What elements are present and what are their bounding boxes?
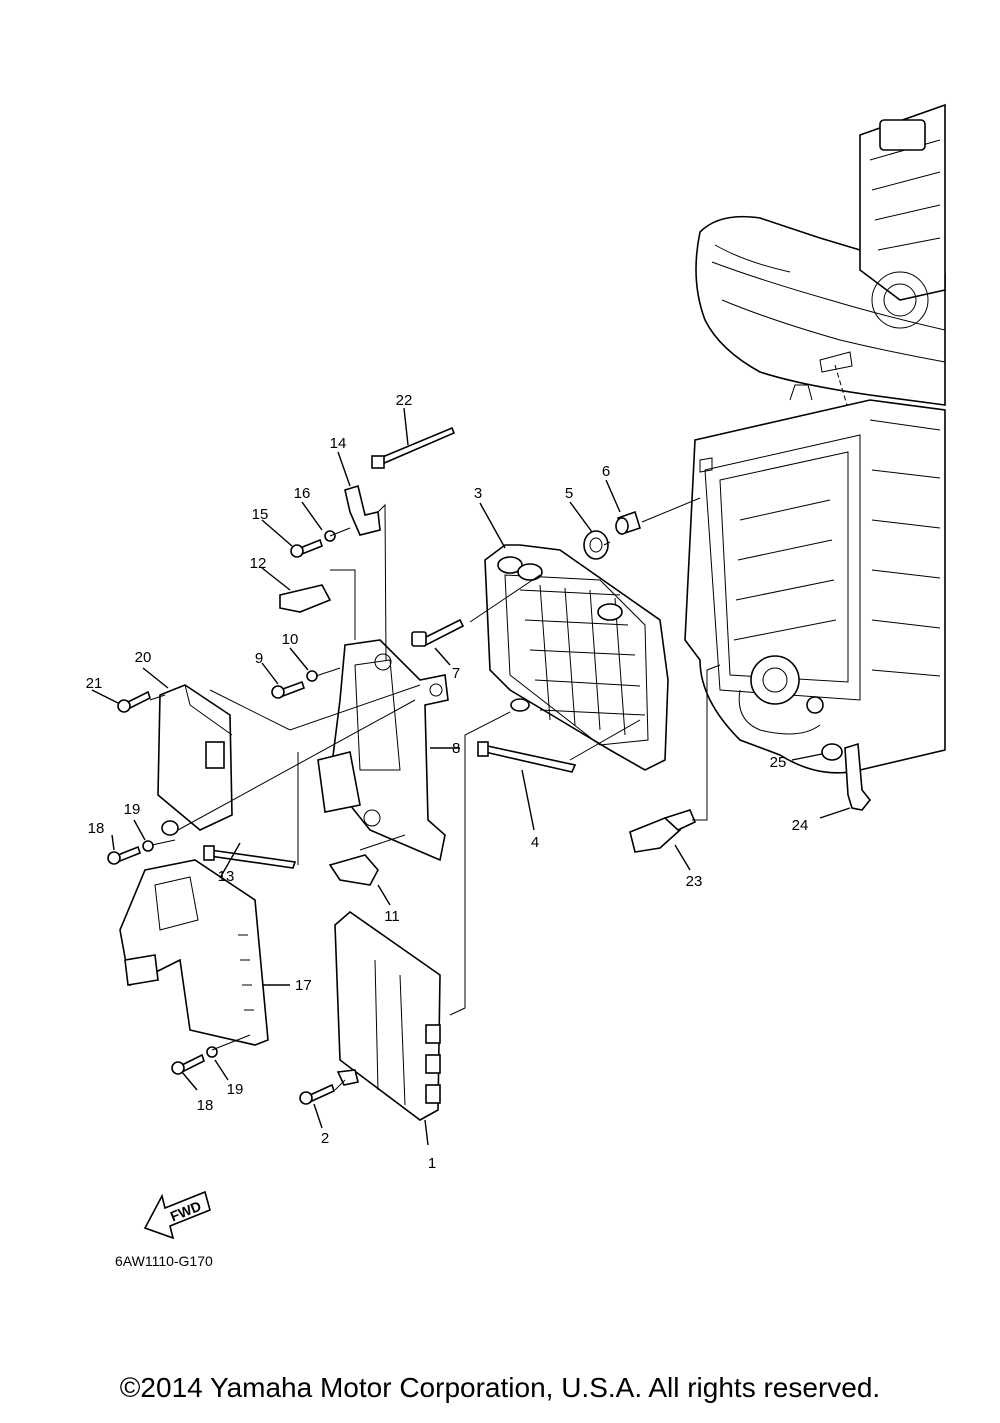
small-parts xyxy=(107,426,872,1105)
callout-16: 16 xyxy=(294,485,311,502)
callout-23: 23 xyxy=(686,873,703,890)
drawing-code: 6AW1110-G170 xyxy=(115,1253,213,1269)
leader-lines xyxy=(91,407,851,1146)
callout-7: 7 xyxy=(452,665,460,682)
copyright-notice: ©2014 Yamaha Motor Corporation, U.S.A. A… xyxy=(119,1372,881,1403)
part-20-module xyxy=(157,684,233,831)
callout-19-upper: 19 xyxy=(124,801,141,818)
callout-3: 3 xyxy=(474,485,482,502)
callout-labels: 1 2 3 4 5 6 7 8 9 10 11 12 13 14 15 16 1… xyxy=(86,392,809,1172)
assembly-lines xyxy=(149,497,721,1091)
callout-1: 1 xyxy=(428,1155,436,1172)
callout-24: 24 xyxy=(792,817,809,834)
callout-25: 25 xyxy=(770,754,787,771)
callout-21: 21 xyxy=(86,675,103,692)
callout-13: 13 xyxy=(218,868,235,885)
fwd-arrow-icon: FWD xyxy=(143,1190,211,1240)
callout-4: 4 xyxy=(531,834,539,851)
callout-22: 22 xyxy=(396,392,413,409)
callout-12: 12 xyxy=(250,555,267,572)
callout-20: 20 xyxy=(135,649,152,666)
part-1-ecu xyxy=(334,910,441,1121)
callout-15: 15 xyxy=(252,506,269,523)
callout-19-lower: 19 xyxy=(227,1081,244,1098)
callout-8: 8 xyxy=(452,740,460,757)
callout-10: 10 xyxy=(282,631,299,648)
callout-6: 6 xyxy=(602,463,610,480)
callout-14: 14 xyxy=(330,435,347,452)
callout-9: 9 xyxy=(255,650,263,667)
part-3-bracket xyxy=(484,544,669,771)
callout-17: 17 xyxy=(295,977,312,994)
engine-block-illustration xyxy=(684,103,946,774)
callout-11: 11 xyxy=(384,908,400,925)
part-17-bracket xyxy=(119,820,269,1046)
callout-18-lower: 18 xyxy=(197,1097,214,1114)
callout-18-upper: 18 xyxy=(88,820,105,837)
callout-2: 2 xyxy=(321,1130,329,1147)
callout-5: 5 xyxy=(565,485,573,502)
part-8-plate xyxy=(317,639,449,862)
